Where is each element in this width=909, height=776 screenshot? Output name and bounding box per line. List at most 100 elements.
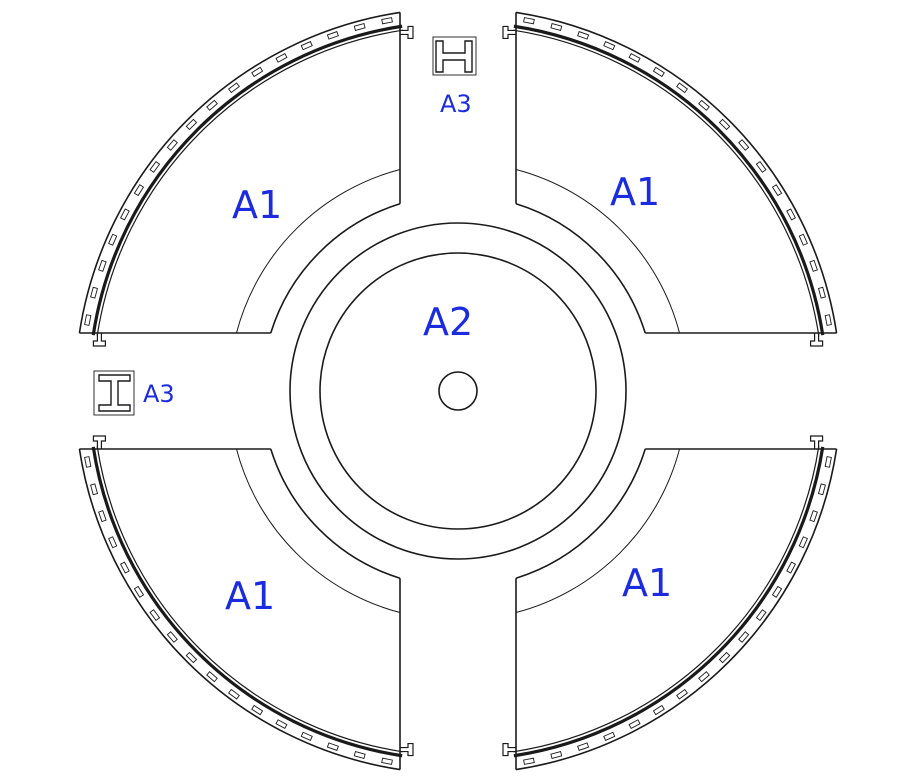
rim-slot xyxy=(98,259,107,272)
rim-slot xyxy=(149,160,161,173)
rim-slot xyxy=(98,510,107,523)
rim-slot xyxy=(676,82,689,94)
track-arc xyxy=(515,448,681,614)
dovetail-notch xyxy=(400,25,414,40)
rim-slot xyxy=(798,233,808,246)
rim-slot xyxy=(603,41,616,51)
rim-lip xyxy=(91,446,403,758)
rim-inner-edge xyxy=(96,29,403,336)
rim-slot xyxy=(119,561,130,574)
rim-slot xyxy=(738,631,750,643)
dovetail-notch xyxy=(502,25,516,40)
quadrant-piece-bottom-left xyxy=(78,435,414,771)
rim-slot xyxy=(771,585,783,598)
rim-slot xyxy=(824,314,832,326)
quadrant-piece-bottom-right xyxy=(502,435,838,771)
rim-inner-edge xyxy=(513,446,820,753)
connector-top xyxy=(432,36,477,76)
rim-slot xyxy=(84,314,92,326)
outer-rim xyxy=(78,448,401,771)
track-arc xyxy=(235,168,401,334)
label-a1-bottom-left: A1 xyxy=(225,574,275,618)
label-a2-center: A2 xyxy=(423,300,473,344)
rim-slot xyxy=(300,41,313,51)
rim-slot xyxy=(275,52,288,63)
rim-slot xyxy=(90,483,99,496)
rim-slot xyxy=(817,483,826,496)
rim-slot xyxy=(718,118,731,131)
outer-rim xyxy=(78,11,401,334)
rim-slot xyxy=(166,631,178,643)
dovetail-notch xyxy=(92,333,107,347)
rim-slot xyxy=(275,719,288,730)
rim-slot xyxy=(798,536,808,549)
inner-boundary-arc xyxy=(270,203,401,334)
label-a1-bottom-right: A1 xyxy=(622,561,672,605)
rim-slot xyxy=(185,651,198,664)
rim-slot xyxy=(824,456,832,468)
outer-rim xyxy=(515,11,838,334)
rim-slot xyxy=(300,731,313,741)
rim-slot xyxy=(550,750,563,759)
dovetail-notch xyxy=(92,435,107,449)
rim-slot xyxy=(523,17,535,25)
rim-inner-edge xyxy=(96,446,403,753)
rim-slot xyxy=(786,208,797,221)
rim-slot xyxy=(227,688,240,700)
rim-slot xyxy=(326,742,339,751)
dovetail-notch xyxy=(400,742,414,757)
rim-slot xyxy=(755,160,767,173)
rim-slot xyxy=(817,286,826,299)
dovetail-notch xyxy=(809,333,824,347)
rim-slot xyxy=(251,66,264,78)
rim-slot xyxy=(227,82,240,94)
connector-left xyxy=(93,370,135,416)
rim-slot xyxy=(133,585,145,598)
rim-slot xyxy=(550,23,563,32)
rim-slot xyxy=(381,757,393,765)
rim-slot xyxy=(809,510,818,523)
quadrant-piece-top-right xyxy=(502,11,838,347)
rim-slot xyxy=(166,139,178,151)
rim-slot xyxy=(185,118,198,131)
rim-slot xyxy=(628,52,641,63)
center-disc xyxy=(289,222,627,560)
rim-slot xyxy=(381,17,393,25)
label-a1-top-right: A1 xyxy=(610,170,660,214)
rim-slot xyxy=(108,233,118,246)
quadrant-piece-top-left xyxy=(78,11,414,347)
rim-slot xyxy=(206,99,218,111)
rim-slot xyxy=(755,609,767,622)
track-arc xyxy=(515,168,681,334)
label-a1-top-left: A1 xyxy=(232,183,282,227)
center-hole xyxy=(438,371,478,411)
rim-slot xyxy=(353,23,366,32)
rim-slot xyxy=(206,671,218,683)
rim-slot xyxy=(698,671,710,683)
rim-slot xyxy=(119,208,130,221)
dovetail-notch xyxy=(809,435,824,449)
rim-lip xyxy=(513,446,825,758)
rim-slot xyxy=(577,742,590,751)
rim-slot xyxy=(149,609,161,622)
label-a3-top: A3 xyxy=(440,90,472,118)
rim-slot xyxy=(698,99,710,111)
rim-slot xyxy=(652,66,665,78)
rim-inner-edge xyxy=(513,29,820,336)
rim-slot xyxy=(652,704,665,716)
inner-boundary-arc xyxy=(515,203,646,334)
rim-slot xyxy=(251,704,264,716)
center-disc-outer-ring xyxy=(289,222,627,560)
outer-rim xyxy=(515,448,838,771)
rim-slot xyxy=(108,536,118,549)
rim-slot xyxy=(738,139,750,151)
rim-slot xyxy=(326,31,339,40)
rim-slot xyxy=(133,184,145,197)
rim-slot xyxy=(718,651,731,664)
rim-slot xyxy=(603,731,616,741)
rim-slot xyxy=(771,184,783,197)
inner-boundary-arc xyxy=(515,448,646,579)
rim-slot xyxy=(809,259,818,272)
rim-slot xyxy=(628,719,641,730)
